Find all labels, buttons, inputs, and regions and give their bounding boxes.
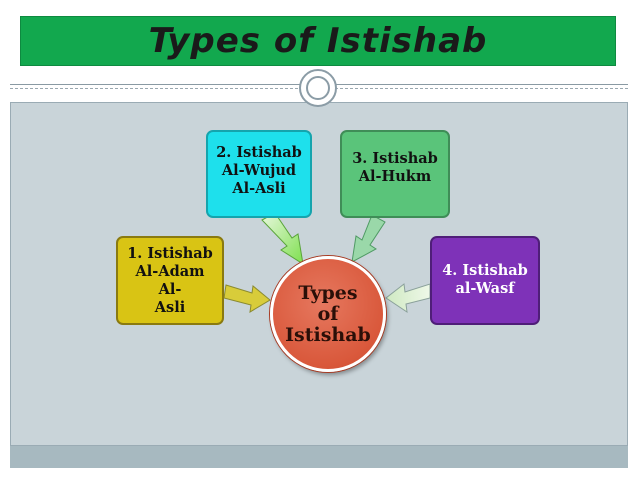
node-label-3: 3. Istishab Al-Hukm (352, 150, 438, 185)
arrow-1-to-center (223, 284, 271, 313)
ring-ornament-icon (299, 69, 337, 107)
node-box-3: 3. Istishab Al-Hukm (340, 130, 450, 218)
slide-title: Types of Istishab (148, 21, 488, 61)
node-box-2: 2. Istishab Al-Wujud Al-Asli (206, 130, 312, 218)
node-label-1: 1. Istishab Al-Adam Al- Asli (127, 244, 213, 316)
arrow-2-to-center (261, 212, 304, 266)
ring-inner (306, 76, 330, 100)
node-box-1: 1. Istishab Al-Adam Al- Asli (116, 236, 224, 325)
center-label: Types of Istishab (285, 281, 371, 346)
node-box-4: 4. Istishab al-Wasf (430, 236, 540, 325)
arrow-3-to-center (351, 214, 386, 263)
footer-band (10, 446, 628, 468)
node-label-4: 4. Istishab al-Wasf (442, 262, 528, 297)
title-banner: Types of Istishab (20, 16, 616, 66)
node-label-2: 2. Istishab Al-Wujud Al-Asli (216, 144, 302, 197)
center-node: Types of Istishab (270, 256, 386, 372)
arrow-4-to-center (385, 283, 431, 314)
